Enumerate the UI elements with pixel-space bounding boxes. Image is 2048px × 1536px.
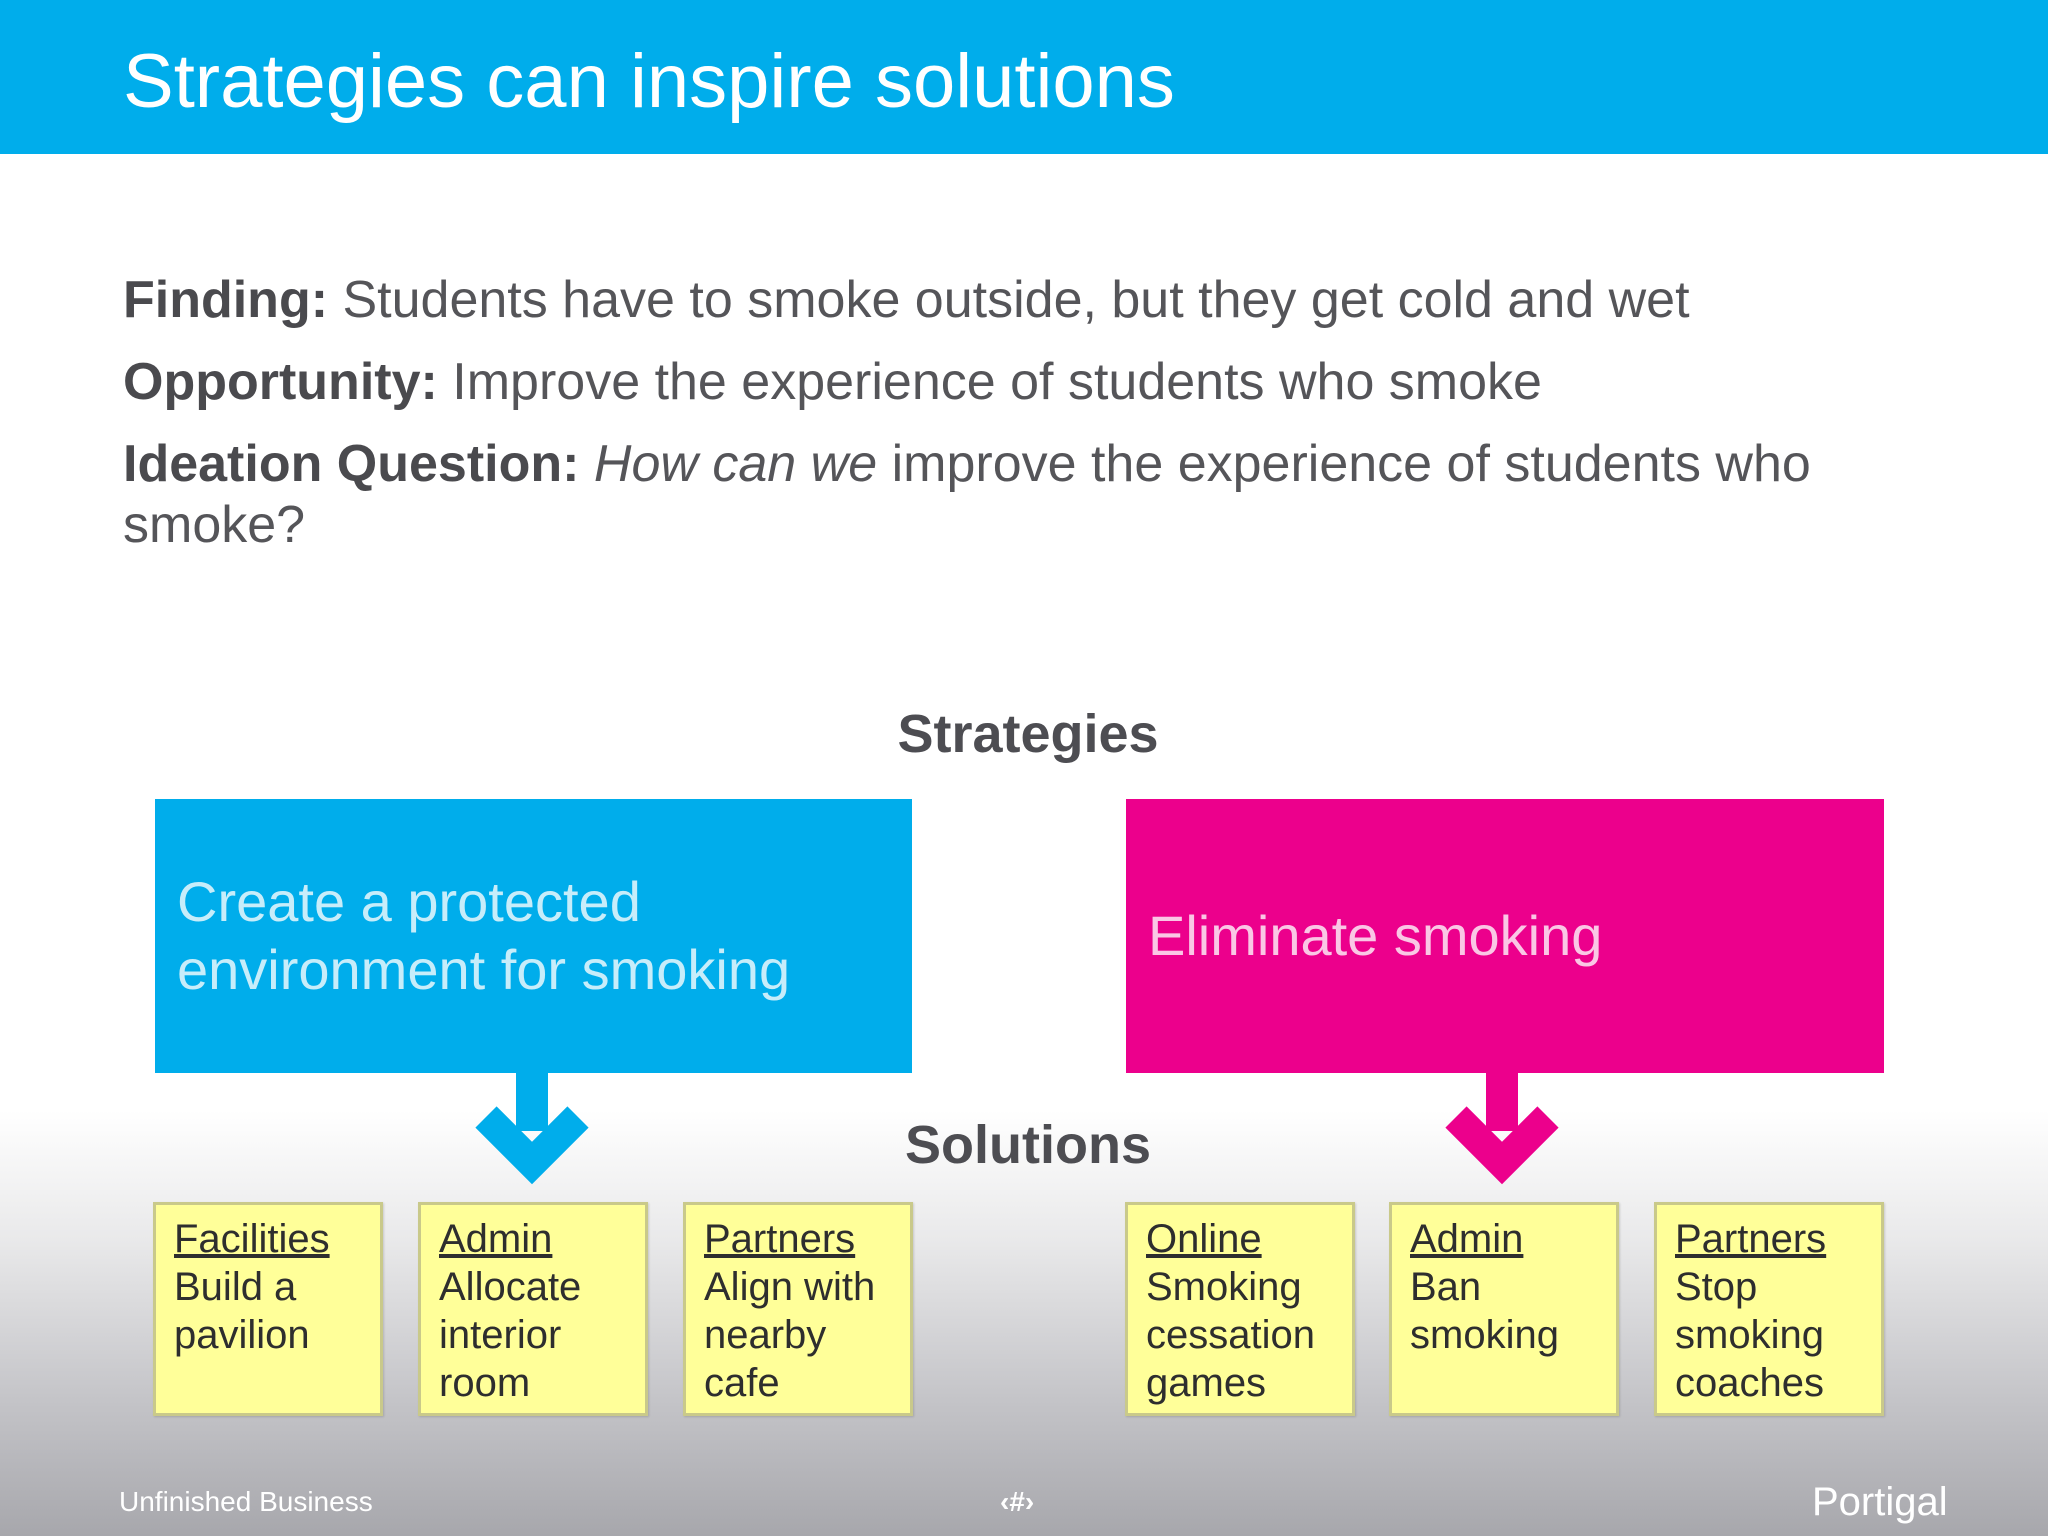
ideation-label: Ideation Question:	[123, 435, 580, 493]
note-text: Allocate interior room	[439, 1265, 582, 1405]
finding-label: Finding:	[123, 271, 329, 329]
note-category: Partners	[1675, 1217, 1827, 1261]
ideation-line: Ideation Question: How can we improve th…	[123, 434, 1923, 556]
note-category: Partners	[704, 1217, 856, 1261]
solution-note: Partners Stop smoking coaches	[1654, 1202, 1884, 1416]
slide-title: Strategies can inspire solutions	[123, 39, 1175, 124]
ideation-italic: How can we	[593, 435, 878, 493]
footer-left-text: Unfinished Business	[119, 1486, 373, 1517]
note-category: Admin	[1410, 1217, 1524, 1261]
strategy-label: Eliminate smoking	[1148, 904, 1603, 967]
note-category: Online	[1146, 1217, 1262, 1261]
problem-statement: Finding: Students have to smoke outside,…	[123, 270, 1923, 577]
strategy-box-eliminate: Eliminate smoking	[1126, 799, 1884, 1073]
title-bar: Strategies can inspire solutions	[0, 0, 2048, 154]
note-text: Align with nearby cafe	[704, 1265, 876, 1405]
note-category: Facilities	[174, 1217, 330, 1261]
solution-note: Partners Align with nearby cafe	[683, 1202, 913, 1416]
strategy-label: Create a protected environment for smoki…	[177, 870, 791, 1001]
note-text: Smoking cessation games	[1146, 1265, 1315, 1405]
note-text: Build a pavilion	[174, 1265, 310, 1357]
note-text: Ban smoking	[1410, 1265, 1559, 1357]
note-category: Admin	[439, 1217, 553, 1261]
slide-number: ‹#›	[1000, 1486, 1035, 1517]
opportunity-label: Opportunity:	[123, 353, 438, 411]
finding-text: Students have to smoke outside, but they…	[328, 271, 1690, 329]
opportunity-line: Opportunity: Improve the experience of s…	[123, 352, 1923, 413]
footer-author: Portigal	[1812, 1480, 1948, 1524]
note-text: Stop smoking coaches	[1675, 1265, 1824, 1405]
ideation-text: improve the experience of students who s…	[123, 435, 1811, 554]
solution-note: Facilities Build a pavilion	[153, 1202, 383, 1416]
down-arrow-icon	[1445, 1071, 1559, 1185]
solution-note: Admin Ban smoking	[1389, 1202, 1619, 1416]
solutions-heading: Solutions	[905, 1115, 1151, 1175]
solution-note: Online Smoking cessation games	[1125, 1202, 1355, 1416]
finding-line: Finding: Students have to smoke outside,…	[123, 270, 1923, 331]
solution-note: Admin Allocate interior room	[418, 1202, 648, 1416]
strategy-box-protected: Create a protected environment for smoki…	[155, 799, 912, 1073]
opportunity-text: Improve the experience of students who s…	[437, 353, 1542, 411]
strategies-heading: Strategies	[897, 704, 1159, 764]
down-arrow-icon	[475, 1071, 589, 1185]
